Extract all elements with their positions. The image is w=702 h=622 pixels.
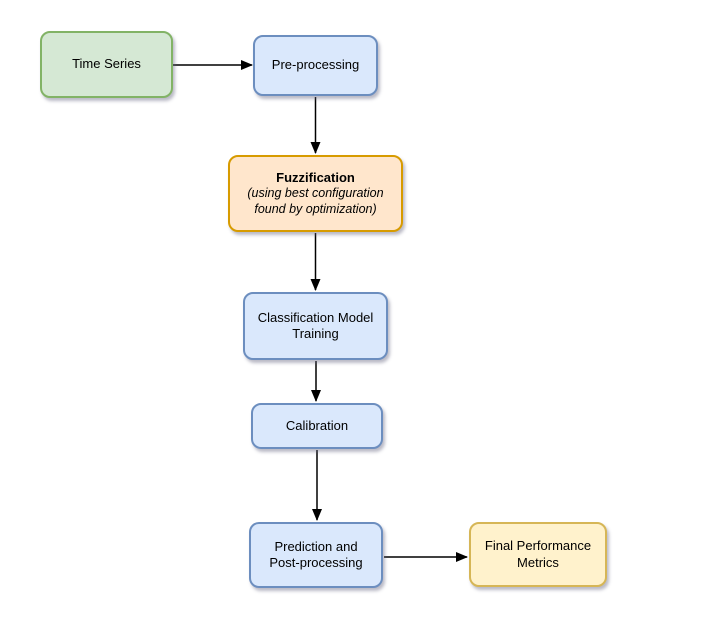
- node-fuzzification: Fuzzification (using best configuration …: [228, 155, 403, 232]
- node-time-series: Time Series: [40, 31, 173, 98]
- node-classification-model-training: Classification Model Training: [243, 292, 388, 360]
- node-label: Fuzzification: [276, 170, 355, 186]
- node-sublabel: (using best configuration found by optim…: [247, 186, 384, 216]
- node-label: Prediction and Post-processing: [269, 538, 363, 570]
- node-pre-processing: Pre-processing: [253, 35, 378, 96]
- node-label: Final Performance Metrics: [484, 538, 592, 570]
- node-label: Time Series: [72, 56, 141, 72]
- node-calibration: Calibration: [251, 403, 383, 449]
- node-label: Calibration: [285, 417, 349, 433]
- node-prediction-and-post-processing: Prediction and Post-processing: [249, 522, 383, 588]
- node-final-performance-metrics: Final Performance Metrics: [469, 522, 607, 587]
- node-label: Pre-processing: [271, 57, 360, 73]
- node-label: Classification Model Training: [257, 309, 374, 341]
